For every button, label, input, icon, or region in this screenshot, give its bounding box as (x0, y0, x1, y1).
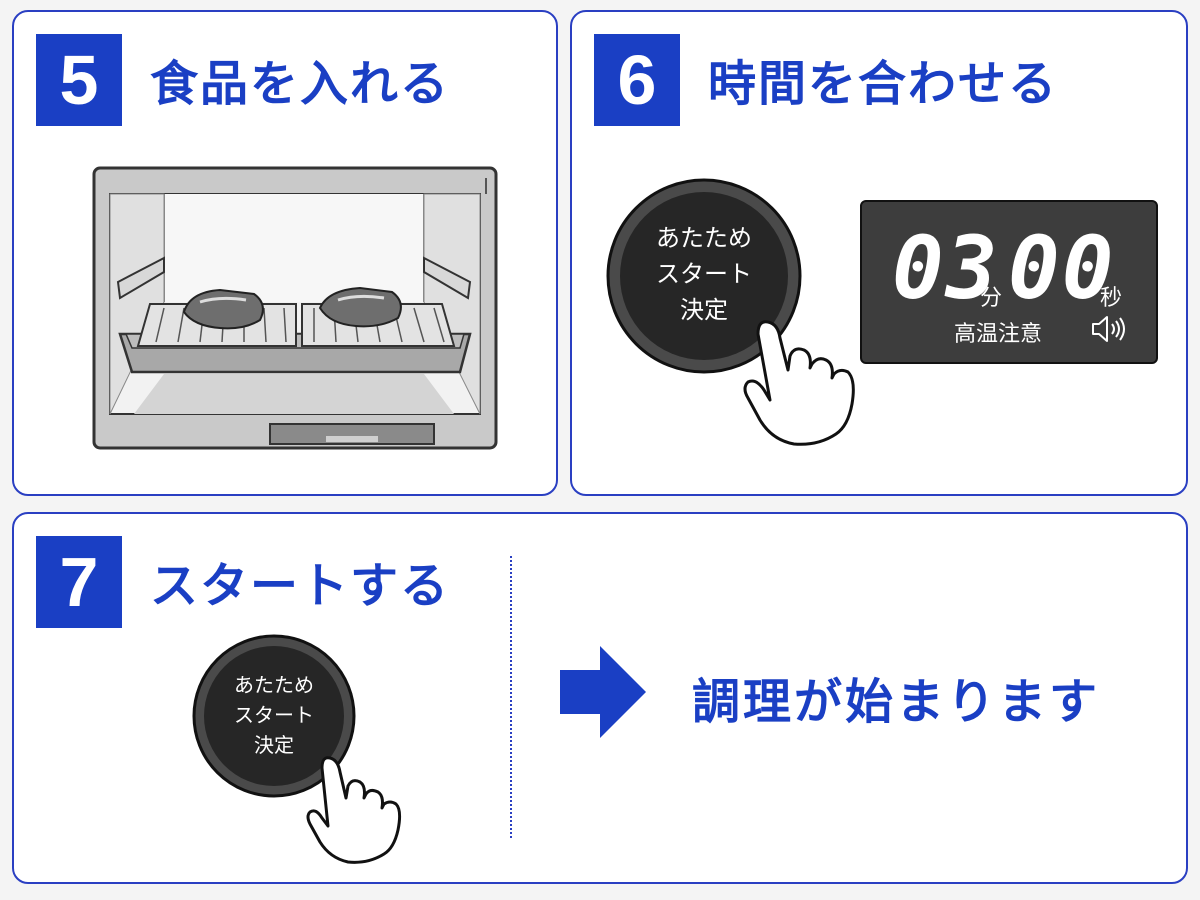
seconds-value: 00 (1008, 219, 1116, 319)
seconds-unit: 秒 (1100, 286, 1123, 311)
step-number-badge: 5 (36, 34, 122, 126)
start-button-label[interactable]: あたため スタート 決定 (656, 224, 752, 324)
minutes-unit: 分 (980, 286, 1003, 311)
step-5-card: 5 食品を入れる (12, 10, 558, 496)
start-button-illustration (192, 634, 356, 798)
speaker-icon (1092, 316, 1125, 342)
arrow-right-icon (560, 646, 646, 738)
step-title: 時間を合わせる (708, 56, 1059, 112)
start-button-illustration (606, 178, 802, 374)
warning-label: 高温注意 (954, 322, 1043, 347)
step-6-card: 6 時間を合わせる あたため スタート 決定 03 分 00 秒 高温注意 (570, 10, 1188, 496)
oven-illustration (92, 166, 498, 450)
step-7-card: 7 スタートする あたため スタート 決定 調理が始まります (12, 512, 1188, 884)
timer-display: 03 分 00 秒 高温注意 (860, 200, 1158, 364)
pointing-hand-icon (743, 320, 855, 446)
step-title: スタートする (150, 558, 451, 614)
step-number-badge: 7 (36, 536, 122, 628)
minutes-value: 03 (892, 219, 1000, 319)
pointing-hand-icon (306, 756, 402, 864)
step-number-badge: 6 (594, 34, 680, 126)
start-button-label[interactable]: あたため スタート 決定 (234, 673, 314, 757)
step-title: 食品を入れる (150, 56, 451, 112)
result-text: 調理が始まります (692, 674, 1101, 730)
divider (510, 556, 512, 838)
